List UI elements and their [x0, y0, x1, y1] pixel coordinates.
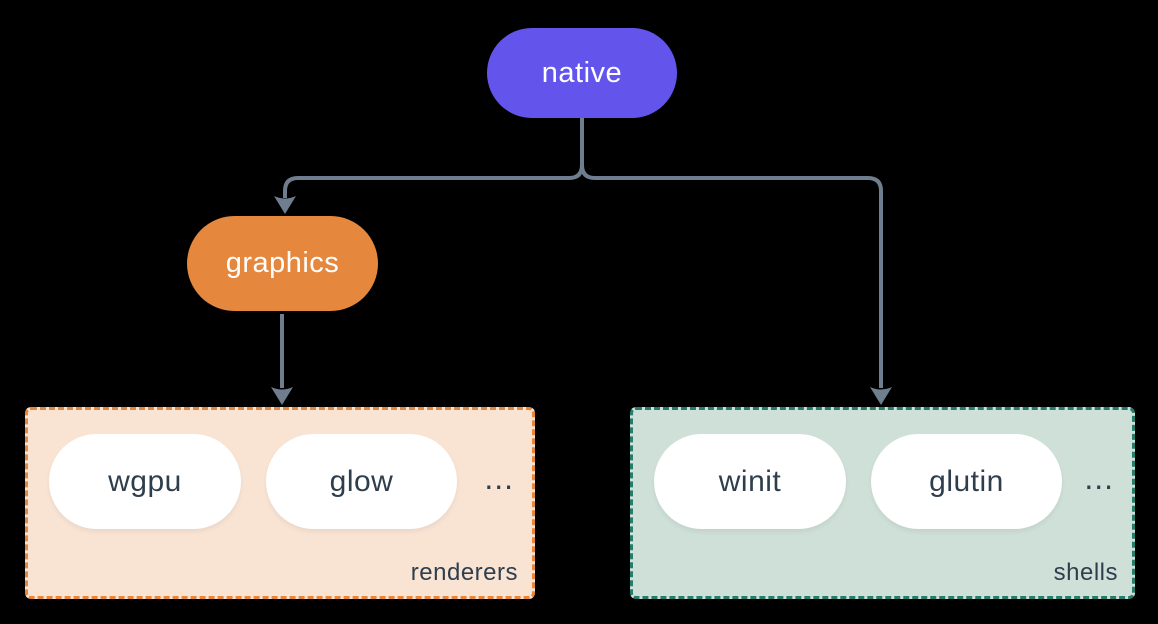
edge-native-graphics	[283, 118, 584, 198]
node-wgpu: wgpu	[49, 434, 241, 529]
node-graphics-label: graphics	[225, 247, 340, 279]
node-graphics: graphics	[187, 216, 378, 311]
group-renderers: wgpu glow ... renderers	[25, 407, 535, 599]
node-winit-label: winit	[718, 464, 782, 498]
node-glutin: glutin	[871, 434, 1062, 529]
group-shells: winit glutin ... shells	[630, 407, 1135, 599]
node-native: native	[487, 28, 677, 118]
edge-native-shells	[580, 118, 883, 388]
arrowhead-graphics-renderers	[271, 387, 293, 405]
group-shells-label: shells	[1053, 559, 1118, 586]
node-wgpu-label: wgpu	[108, 464, 182, 498]
arrowhead-native-shells	[870, 387, 892, 405]
node-winit: winit	[654, 434, 846, 529]
renderers-ellipsis: ...	[484, 460, 514, 496]
node-glow-label: glow	[329, 464, 394, 498]
shells-ellipsis: ...	[1084, 460, 1114, 496]
node-glutin-label: glutin	[929, 464, 1004, 498]
arrowhead-native-graphics	[274, 196, 296, 214]
node-native-label: native	[541, 56, 623, 89]
node-glow: glow	[266, 434, 457, 529]
group-renderers-label: renderers	[410, 559, 518, 586]
